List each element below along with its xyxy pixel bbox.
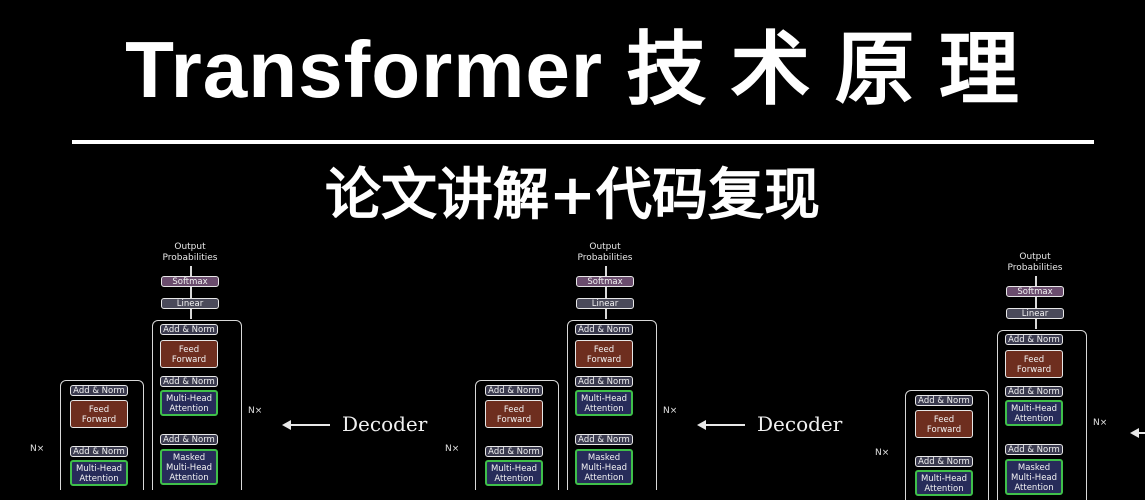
- arrow-left-icon: [1130, 428, 1139, 438]
- arrow-left-icon: [697, 420, 706, 430]
- add-norm-block: Add & Norm: [160, 376, 218, 387]
- arrow: [1035, 297, 1037, 308]
- decoder-stack-frame: [567, 320, 657, 490]
- encoder-nx-label: N×: [445, 444, 460, 454]
- add-norm-block: Add & Norm: [915, 395, 973, 406]
- decoder-stack-frame: [152, 320, 242, 490]
- decoder-pointer-line: [705, 424, 745, 426]
- softmax-block: Softmax: [161, 276, 219, 287]
- add-norm-block: Add & Norm: [575, 324, 633, 335]
- arrow: [1035, 319, 1037, 329]
- add-norm-block: Add & Norm: [485, 446, 543, 457]
- arrow-left-icon: [282, 420, 291, 430]
- encoder-stack-frame: [60, 380, 144, 490]
- decoder-label: Decoder: [342, 412, 428, 436]
- add-norm-block: Add & Norm: [70, 385, 128, 396]
- decoder-label: Decoder: [757, 412, 843, 436]
- page-title: Transformer 技 术 原 理: [125, 25, 1020, 114]
- output-arrow: [605, 266, 607, 276]
- arrow: [190, 309, 192, 319]
- linear-block: Linear: [1006, 308, 1064, 319]
- decoder-pointer-line: [1138, 432, 1145, 434]
- add-norm-block: Add & Norm: [1005, 444, 1063, 455]
- decoder-nx-label: N×: [663, 406, 678, 416]
- add-norm-block: Add & Norm: [1005, 334, 1063, 345]
- decoder-stack-frame: [997, 330, 1087, 500]
- encoder-stack-frame: [905, 390, 989, 500]
- arrow: [605, 287, 607, 298]
- add-norm-block: Add & Norm: [160, 434, 218, 445]
- decoder-nx-label: N×: [248, 406, 263, 416]
- add-norm-block: Add & Norm: [1005, 386, 1063, 397]
- output-arrow: [190, 266, 192, 276]
- linear-block: Linear: [161, 298, 219, 309]
- page-subtitle: 论文讲解+代码复现: [325, 163, 820, 228]
- softmax-block: Softmax: [1006, 286, 1064, 297]
- add-norm-block: Add & Norm: [575, 376, 633, 387]
- softmax-block: Softmax: [576, 276, 634, 287]
- add-norm-block: Add & Norm: [915, 456, 973, 467]
- encoder-nx-label: N×: [30, 444, 45, 454]
- encoder-stack-frame: [475, 380, 559, 490]
- encoder-nx-label: N×: [875, 448, 890, 458]
- output-arrow: [1035, 276, 1037, 286]
- decoder-nx-label: N×: [1093, 418, 1108, 428]
- title-divider: [72, 140, 1094, 144]
- arrow: [605, 309, 607, 319]
- add-norm-block: Add & Norm: [160, 324, 218, 335]
- arrow: [190, 287, 192, 298]
- add-norm-block: Add & Norm: [485, 385, 543, 396]
- add-norm-block: Add & Norm: [575, 434, 633, 445]
- linear-block: Linear: [576, 298, 634, 309]
- decoder-pointer-line: [290, 424, 330, 426]
- add-norm-block: Add & Norm: [70, 446, 128, 457]
